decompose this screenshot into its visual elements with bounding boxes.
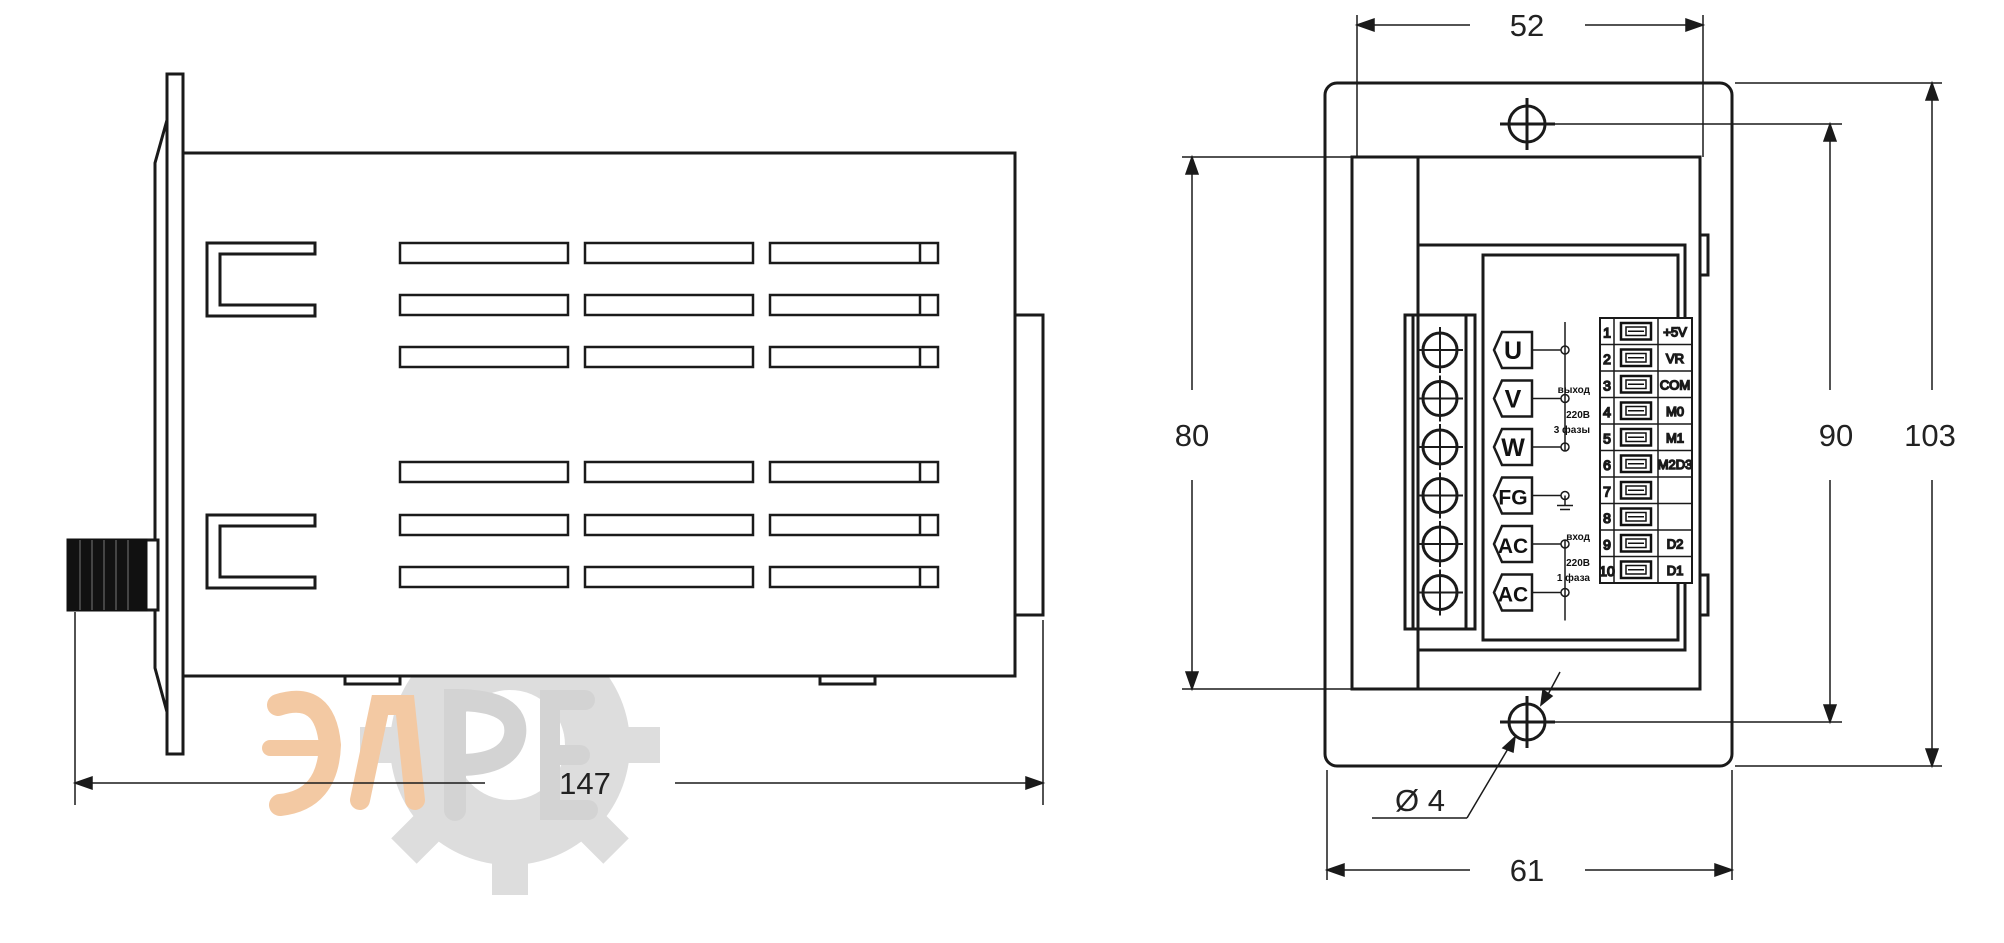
control-terminal-number: 6 bbox=[1603, 457, 1611, 473]
terminal-screw-icon bbox=[1417, 569, 1463, 616]
connector-pin-icon bbox=[1619, 321, 1653, 341]
connector-pin-icon bbox=[1619, 374, 1653, 394]
side-latch-top bbox=[1698, 233, 1710, 277]
connector-pin-icon bbox=[1619, 348, 1653, 368]
control-terminal-number: 7 bbox=[1603, 484, 1611, 500]
knob-grip bbox=[79, 540, 129, 610]
terminal-screws bbox=[1417, 327, 1463, 616]
dim-height-mount-label: 90 bbox=[1819, 418, 1853, 453]
control-terminal-number: 9 bbox=[1603, 537, 1611, 553]
power-terminal-w-2: W bbox=[1492, 427, 1534, 467]
dim-length bbox=[72, 612, 1046, 805]
wiring-leads bbox=[1532, 322, 1573, 621]
control-terminal-row: 10 D1 bbox=[1598, 555, 1692, 580]
control-terminal-number: 2 bbox=[1603, 351, 1611, 367]
clip-lower bbox=[205, 513, 317, 590]
control-terminal-signal: M2D3 bbox=[1658, 457, 1693, 472]
terminal-screw-icon bbox=[1417, 327, 1463, 373]
bottom-foot-2 bbox=[818, 674, 877, 686]
side-view bbox=[66, 72, 1046, 805]
connector-pin-icon bbox=[1619, 427, 1653, 447]
dim-width-inner-label: 52 bbox=[1510, 8, 1544, 43]
control-terminal-table: 1 +5V 2 VR 3 COM 4 M0 5 M1 6 M2D3 7 8 9 D2 10 D1 bbox=[1598, 317, 1693, 584]
terminal-screw-icon bbox=[1417, 472, 1463, 519]
connector-pin-icon bbox=[1619, 507, 1653, 527]
output-voltage-label: 220В bbox=[1566, 410, 1590, 421]
input-phase-label: 1 фаза bbox=[1557, 572, 1591, 584]
control-terminal-signal: +5V bbox=[1663, 325, 1687, 340]
control-terminal-signal: COM bbox=[1660, 378, 1690, 393]
control-terminal-signal: VR bbox=[1666, 351, 1684, 366]
control-terminal-number: 4 bbox=[1603, 404, 1611, 420]
power-terminal-strip bbox=[1403, 313, 1477, 631]
connector-pin-icon bbox=[1619, 480, 1653, 500]
inner-frame bbox=[1350, 155, 1702, 691]
wiring-notes: выход 220В 3 фазы вход 220В 1 фаза bbox=[1554, 385, 1591, 584]
dim-width-outer-label: 61 bbox=[1510, 853, 1544, 888]
control-terminal-row: 7 bbox=[1600, 476, 1692, 500]
front-flange bbox=[165, 72, 185, 756]
control-terminal-number: 3 bbox=[1603, 378, 1611, 394]
connector-pin-icon bbox=[1619, 454, 1653, 474]
control-terminal-row: 8 bbox=[1600, 502, 1692, 527]
power-terminal-label: AC bbox=[1498, 584, 1528, 607]
control-terminal-number: 10 bbox=[1599, 563, 1615, 579]
rear-connector bbox=[1013, 313, 1045, 617]
power-terminal-u-0: U bbox=[1492, 330, 1534, 370]
control-terminal-number: 1 bbox=[1603, 325, 1611, 341]
dim-hole-diameter-label: Ø 4 bbox=[1395, 783, 1445, 818]
control-terminal-signal: D1 bbox=[1667, 563, 1684, 578]
control-terminal-row: 6 M2D3 bbox=[1600, 449, 1693, 474]
front-dimensions bbox=[1182, 15, 1942, 880]
bottom-foot-1 bbox=[343, 674, 402, 686]
vent-slots bbox=[398, 241, 940, 589]
control-terminal-row: 9 D2 bbox=[1600, 529, 1692, 553]
power-terminal-v-1: V bbox=[1492, 379, 1534, 418]
power-terminal-label: AC bbox=[1498, 535, 1528, 558]
power-terminal-fg-3: FG bbox=[1492, 476, 1534, 515]
terminal-screw-icon bbox=[1417, 521, 1463, 567]
power-terminal-label: U bbox=[1504, 337, 1522, 365]
input-label: вход bbox=[1566, 532, 1590, 543]
control-terminal-row: 1 +5V bbox=[1602, 321, 1688, 341]
connector-pin-icon bbox=[1619, 533, 1653, 553]
power-terminal-label: V bbox=[1505, 386, 1522, 414]
control-terminal-row: 2 VR bbox=[1600, 343, 1692, 368]
body-housing bbox=[181, 151, 1017, 678]
control-terminal-number: 8 bbox=[1603, 510, 1611, 526]
control-terminal-row: 3 COM bbox=[1600, 370, 1692, 394]
connector-pin-icon bbox=[1619, 401, 1653, 421]
control-terminal-number: 5 bbox=[1603, 431, 1611, 447]
input-voltage-label: 220В bbox=[1566, 558, 1590, 569]
clip-upper bbox=[205, 241, 317, 318]
connector-pin-icon bbox=[1619, 560, 1653, 580]
dim-height-outer-label: 103 bbox=[1904, 418, 1956, 453]
dim-height-inner-label: 80 bbox=[1175, 418, 1209, 453]
power-terminal-labels: UVW FG AC AC bbox=[1492, 330, 1534, 612]
control-terminal-row: 4 M0 bbox=[1600, 396, 1692, 421]
dim-length-label: 147 bbox=[559, 766, 611, 801]
power-terminal-ac-5: AC bbox=[1492, 573, 1534, 612]
front-view: 1 +5V 2 VR 3 COM 4 M0 5 M1 6 M2D3 7 8 9 D2 10 D1 bbox=[1182, 15, 1942, 880]
control-terminal-row: 5 M1 bbox=[1600, 423, 1692, 447]
control-terminal-signal: D2 bbox=[1667, 537, 1684, 552]
flange-bevel bbox=[153, 119, 169, 713]
power-terminal-label: W bbox=[1501, 434, 1525, 462]
terminal-screw-icon bbox=[1417, 424, 1463, 470]
control-terminal-signal: M0 bbox=[1666, 404, 1684, 419]
side-latch-bottom bbox=[1698, 573, 1710, 617]
watermark-letters bbox=[262, 688, 598, 821]
output-phase-label: 3 фазы bbox=[1554, 424, 1590, 436]
power-terminal-ac-4: AC bbox=[1492, 524, 1534, 564]
power-terminal-label: FG bbox=[1498, 487, 1527, 510]
output-label: выход bbox=[1558, 385, 1591, 396]
knob-shaft bbox=[144, 538, 160, 612]
terminal-screw-icon bbox=[1417, 375, 1463, 422]
control-terminal-signal: M1 bbox=[1666, 431, 1684, 446]
